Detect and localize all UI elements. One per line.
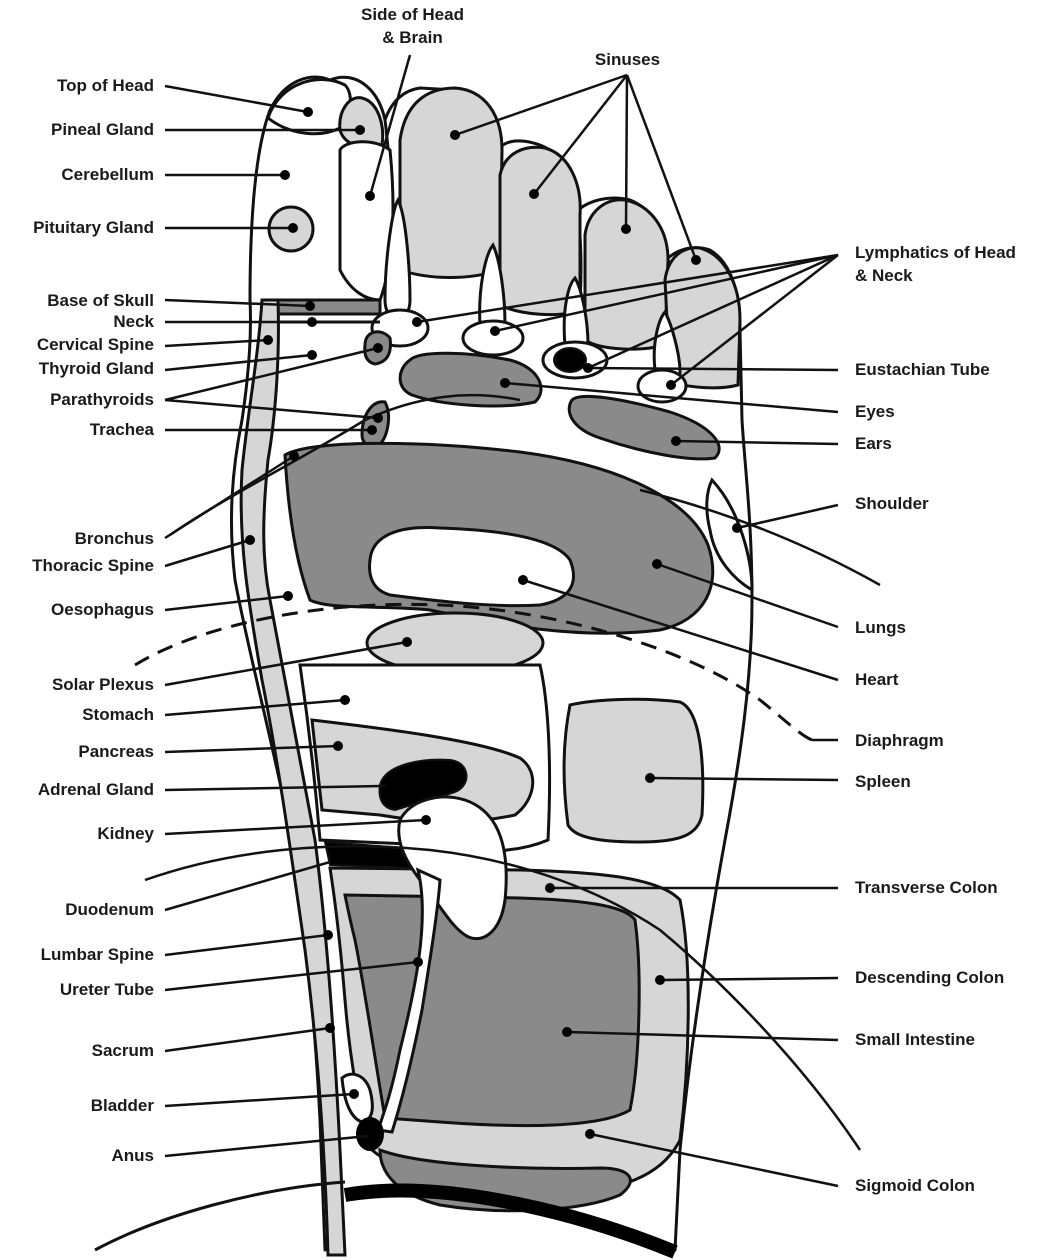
- spleen-area: [564, 699, 703, 842]
- label-lymphatics-neck: & Neck: [855, 266, 913, 286]
- label-cervical-spine: Cervical Spine: [37, 335, 154, 355]
- label-sinuses: Sinuses: [570, 50, 685, 70]
- label-top-of-head: Top of Head: [57, 76, 154, 96]
- label-shoulder: Shoulder: [855, 494, 929, 514]
- label-stomach: Stomach: [82, 705, 154, 725]
- label-ureter-tube: Ureter Tube: [60, 980, 154, 1000]
- trachea-area: [362, 402, 389, 447]
- label-lymphatics: Lymphatics of Head: [855, 243, 1016, 263]
- base-of-skull-area: [278, 300, 380, 314]
- heel-band: [345, 1191, 675, 1252]
- label-parathyroids: Parathyroids: [50, 390, 154, 410]
- label-ears: Ears: [855, 434, 892, 454]
- label-thoracic-spine: Thoracic Spine: [32, 556, 154, 576]
- label-transverse-colon: Transverse Colon: [855, 878, 998, 898]
- label-bronchus: Bronchus: [75, 529, 154, 549]
- label-adrenal-gland: Adrenal Gland: [38, 780, 154, 800]
- label-side-of-head-brain: & Brain: [340, 28, 485, 48]
- label-lumbar-spine: Lumbar Spine: [41, 945, 154, 965]
- label-oesophagus: Oesophagus: [51, 600, 154, 620]
- ears-area: [569, 396, 719, 458]
- label-diaphragm: Diaphragm: [855, 731, 944, 751]
- label-anus: Anus: [112, 1146, 155, 1166]
- pineal-gland-area: [340, 98, 383, 148]
- label-pancreas: Pancreas: [78, 742, 154, 762]
- label-duodenum: Duodenum: [65, 900, 154, 920]
- label-lungs: Lungs: [855, 618, 906, 638]
- label-spleen: Spleen: [855, 772, 911, 792]
- label-descending-colon: Descending Colon: [855, 968, 1004, 988]
- label-pituitary-gland: Pituitary Gland: [33, 218, 154, 238]
- label-sacrum: Sacrum: [92, 1041, 154, 1061]
- label-bladder: Bladder: [91, 1096, 154, 1116]
- anus-area: [356, 1117, 384, 1151]
- label-small-intestine: Small Intestine: [855, 1030, 975, 1050]
- eyes-area: [400, 353, 541, 406]
- label-eyes: Eyes: [855, 402, 895, 422]
- eustachian-tube-area: [554, 348, 586, 372]
- label-eustachian-tube: Eustachian Tube: [855, 360, 990, 380]
- label-base-of-skull: Base of Skull: [47, 291, 154, 311]
- heel-curve: [95, 1182, 345, 1250]
- label-neck: Neck: [113, 312, 154, 332]
- label-thyroid-gland: Thyroid Gland: [39, 359, 154, 379]
- label-pineal-gland: Pineal Gland: [51, 120, 154, 140]
- label-heart: Heart: [855, 670, 898, 690]
- label-kidney: Kidney: [97, 824, 154, 844]
- label-trachea: Trachea: [90, 420, 154, 440]
- toe-2-sinus: [400, 88, 502, 278]
- label-solar-plexus: Solar Plexus: [52, 675, 154, 695]
- label-sigmoid-colon: Sigmoid Colon: [855, 1176, 975, 1196]
- label-cerebellum: Cerebellum: [61, 165, 154, 185]
- label-side-of-head: Side of Head: [340, 5, 485, 25]
